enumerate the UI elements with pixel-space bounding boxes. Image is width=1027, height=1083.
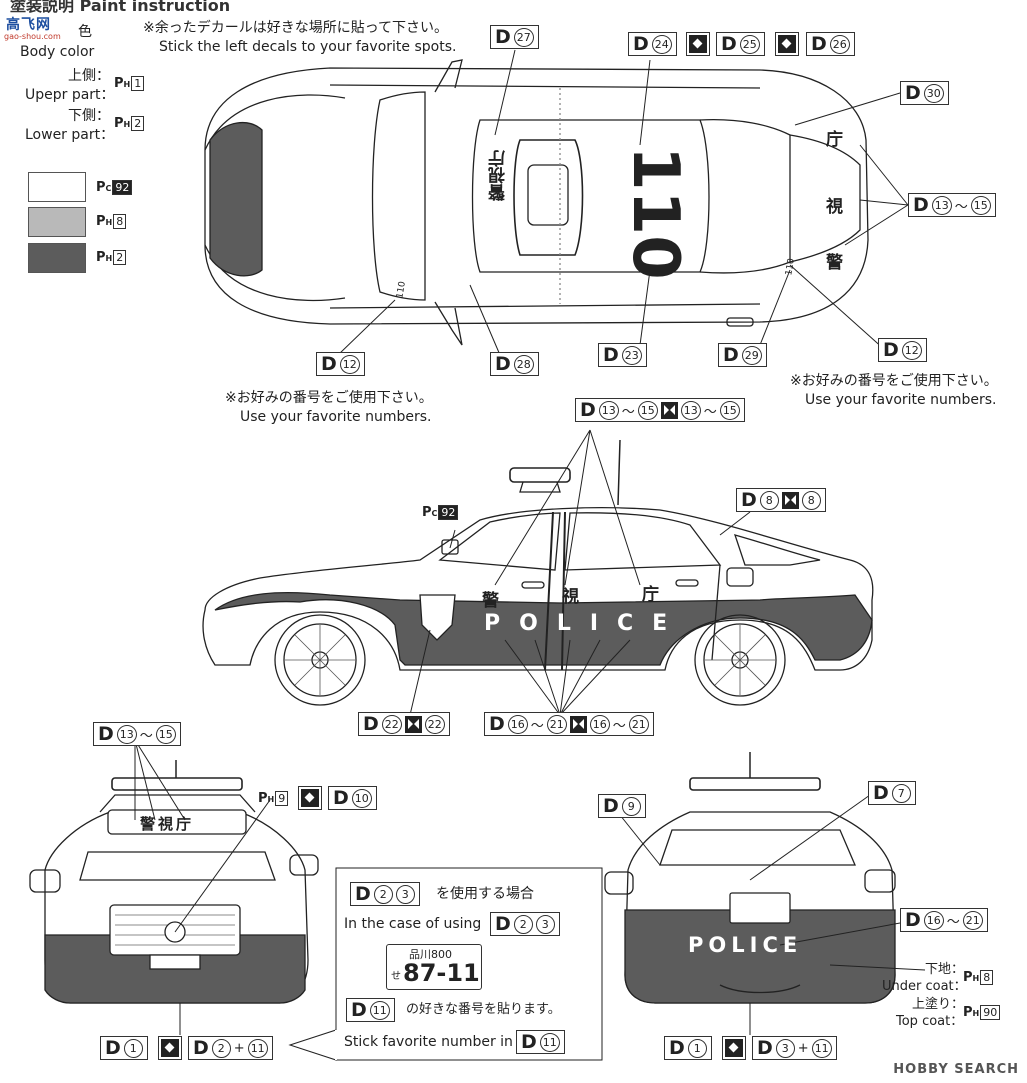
note-fav-num-jp-right: ※お好みの番号をご使用下さい。 bbox=[790, 373, 998, 389]
note-left-decals-jp: ※余ったデカールは好きな場所に貼って下さい。 bbox=[143, 20, 449, 36]
rear-view-car bbox=[604, 752, 896, 1004]
mirror-decal-icon bbox=[569, 715, 587, 733]
rear-police-text: POLICE bbox=[688, 933, 803, 957]
plate-region: 品川800 bbox=[409, 948, 452, 961]
case-using-jp: を使用する場合 bbox=[436, 886, 534, 902]
mirror-decal-icon bbox=[781, 491, 799, 509]
swatch-white bbox=[28, 172, 86, 202]
front-view-car bbox=[29, 760, 319, 1004]
under-coat-en: Under coat： bbox=[882, 979, 967, 994]
diamond-icon bbox=[158, 1036, 182, 1060]
swatch-grey bbox=[28, 207, 86, 237]
upper-jp: 上側： bbox=[68, 68, 110, 84]
lower-en: Lower part： bbox=[25, 127, 115, 143]
note-fav-num-en-left: Use your favorite numbers. bbox=[240, 409, 432, 425]
lower-jp: 下側： bbox=[68, 108, 110, 124]
upper-en: Upepr part： bbox=[25, 87, 115, 103]
side-police-text: POLICE bbox=[484, 611, 687, 636]
body-color-en: Body color bbox=[20, 44, 95, 60]
diamond-icon bbox=[298, 786, 322, 810]
side-kanji-3: 庁 bbox=[642, 585, 659, 605]
mirror-decal-icon bbox=[660, 401, 678, 419]
note-fav-num-jp-left: ※お好みの番号をご使用下さい。 bbox=[225, 390, 433, 406]
page-title: 塗装説明 Paint instruction bbox=[10, 0, 231, 15]
side-kanji-2: 視 bbox=[562, 587, 579, 607]
front-kanji-roof-sign: 警視庁 bbox=[140, 815, 195, 833]
stick-fav-en: Stick favorite number in bbox=[344, 1034, 513, 1050]
note-fav-num-en-right: Use your favorite numbers. bbox=[805, 392, 997, 408]
mirror-decal-icon bbox=[404, 715, 422, 733]
license-plate: 品川800 せ 87-11 bbox=[386, 944, 482, 990]
top-view-car bbox=[204, 59, 869, 346]
trunk-kanji-3: 警 bbox=[826, 253, 843, 273]
diamond-icon bbox=[686, 32, 710, 56]
under-coat-jp: 下地： bbox=[925, 962, 965, 977]
diamond-icon bbox=[722, 1036, 746, 1060]
trunk-kanji-2: 視 bbox=[826, 197, 843, 217]
trunk-kanji-1: 庁 bbox=[826, 130, 843, 150]
top-coat-en: Top coat： bbox=[896, 1014, 964, 1029]
note-left-decals-en: Stick the left decals to your favorite s… bbox=[159, 39, 457, 55]
case-using-en: In the case of using bbox=[344, 916, 482, 932]
swatch-dark bbox=[28, 243, 86, 273]
side-kanji-1: 警 bbox=[482, 591, 499, 611]
body-color-jp: 色 bbox=[78, 24, 92, 40]
roof-kanji: 警視庁 bbox=[489, 150, 509, 201]
watermark-logo: 高飞网 bbox=[6, 17, 51, 33]
watermark-url: gao-shou.com bbox=[4, 32, 61, 41]
plate-number: 87-11 bbox=[403, 959, 480, 987]
footer-watermark: HOBBY SEARCH bbox=[893, 1062, 1019, 1077]
stick-fav-jp: の好きな番号を貼ります。 bbox=[406, 1002, 561, 1017]
top-coat-jp: 上塗り： bbox=[912, 997, 965, 1012]
plate-kana: せ bbox=[391, 971, 401, 982]
diamond-icon bbox=[775, 32, 799, 56]
roof-number-110: 110 bbox=[618, 146, 692, 280]
side-view-car bbox=[202, 439, 874, 706]
